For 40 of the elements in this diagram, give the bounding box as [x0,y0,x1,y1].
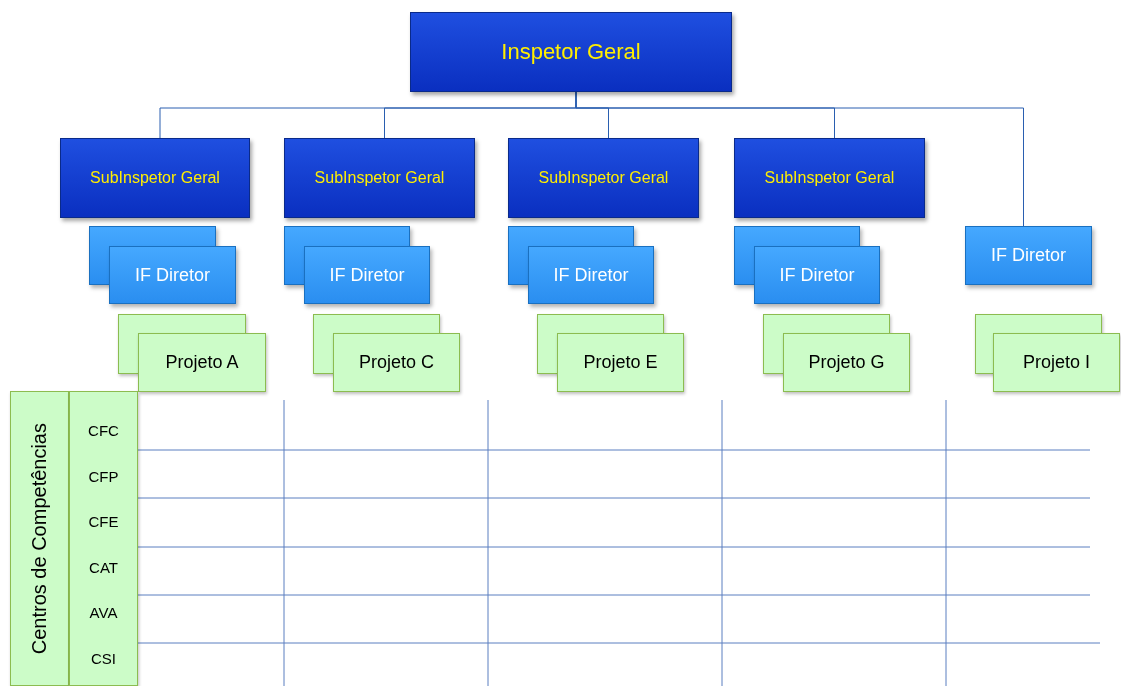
competence-code: CFP [88,467,119,485]
box-label: IF Diretor [991,245,1066,266]
band-title: Centros de Competências [28,422,51,655]
box-label: IF Diretor [329,264,405,286]
box-label: SubInspetor Geral [90,169,220,187]
position-box [284,138,475,218]
box-label: Projeto G [808,352,885,373]
box-label: IF Diretor [553,264,629,286]
stacked-project-boxes [763,314,910,392]
position-box [60,138,250,218]
box-label: Projeto E [583,352,658,373]
stacked-project-boxes [975,314,1120,392]
stacked-project-boxes [313,314,460,392]
stacked-project-boxes [537,314,684,392]
box-label: Projeto C [358,352,434,373]
box-label: IF Diretor [135,264,210,286]
competence-code: CSI [91,649,116,667]
box-label: SubInspetor Geral [538,169,669,187]
box-label: IF Diretor [779,264,855,286]
box-label: SubInspetor Geral [314,169,445,187]
stacked-director-boxes [284,226,430,304]
box-label: Projeto I [1022,352,1090,373]
stacked-director-boxes [89,226,236,304]
connector-line [575,91,1024,227]
position-box [508,138,699,218]
stacked-project-boxes [118,314,266,392]
position-box [410,12,732,92]
competence-code: CAT [89,558,118,576]
group-band [10,391,69,686]
competence-code: AVA [89,604,118,622]
competence-code: CFE [88,513,119,531]
box-label: Projeto A [165,352,239,373]
stacked-director-boxes [734,226,880,304]
stacked-director-boxes [508,226,654,304]
position-box [734,138,925,218]
code-column [69,391,138,686]
box-label: Inspetor Geral [501,39,641,65]
box-label: SubInspetor Geral [764,169,895,187]
competence-code: CFC [88,422,119,440]
director-box [965,226,1092,285]
